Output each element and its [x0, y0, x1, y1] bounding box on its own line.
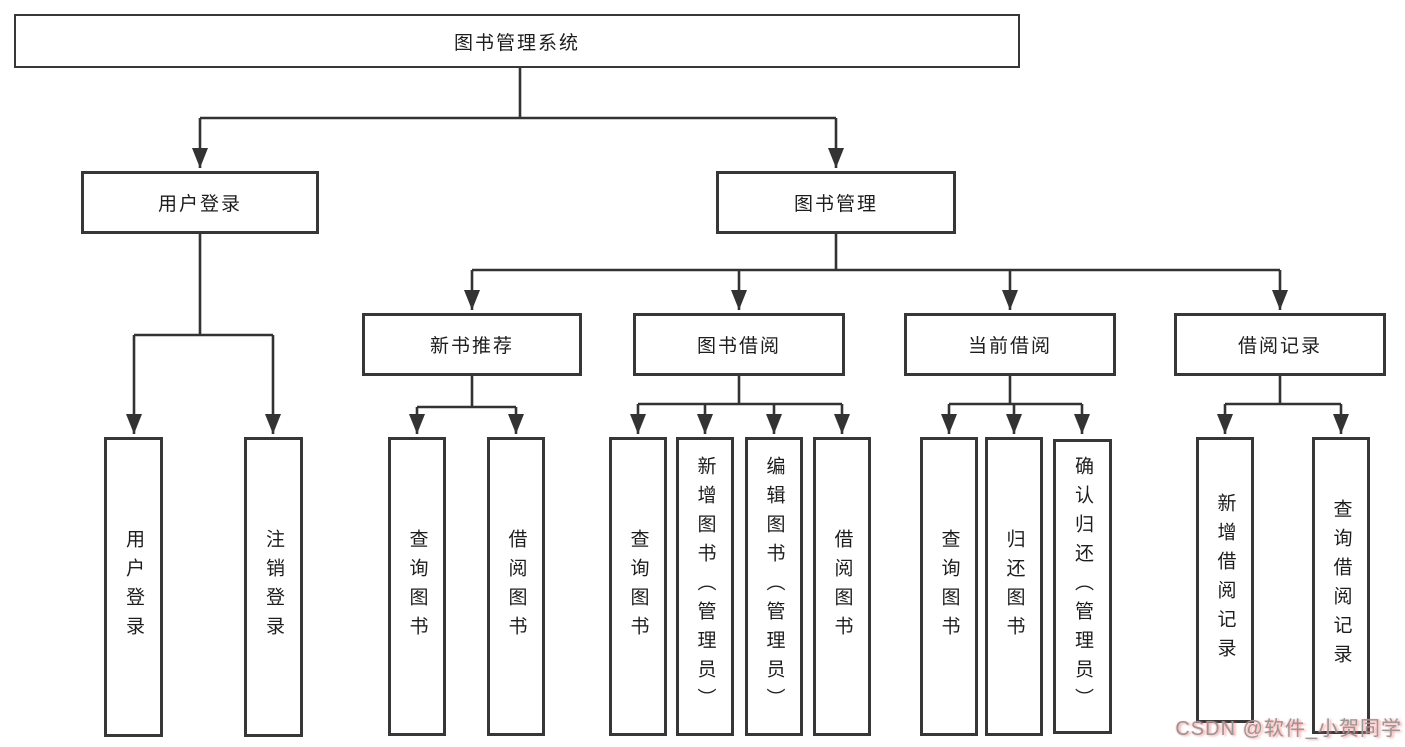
leaf-query-books-2: 查询图书 [609, 437, 667, 736]
leaf-user-login: 用户登录 [104, 437, 163, 737]
edge-current-borrow-bus [949, 376, 1082, 406]
edge-book-borrow-bus [638, 376, 842, 406]
node-label: 用户登录 [157, 194, 242, 215]
leaf-borrow-books-2: 借阅图书 [813, 437, 871, 736]
node-label: 归还图书 [1003, 528, 1025, 645]
node-label: 用户登录 [123, 529, 144, 645]
node-label: 新书推荐 [429, 336, 514, 357]
node-user-login: 用户登录 [81, 171, 319, 234]
leaf-add-books-admin: 新增图书（管理员） [676, 437, 734, 736]
edge-user-login-bus [134, 234, 273, 337]
node-label: 新增借阅记录 [1214, 493, 1236, 667]
leaf-query-books-1: 查询图书 [388, 437, 446, 736]
leaf-borrow-books-1: 借阅图书 [487, 437, 545, 736]
leaf-return-books: 归还图书 [985, 437, 1043, 736]
edge-root-bus [200, 68, 836, 120]
node-book-management: 图书管理 [716, 171, 956, 234]
csdn-watermark: CSDN @软件_小贺同学 [1175, 718, 1402, 740]
node-label: 借阅图书 [505, 528, 527, 645]
leaf-logout: 注销登录 [244, 437, 303, 737]
node-borrow-records: 借阅记录 [1174, 313, 1386, 376]
leaf-edit-books-admin: 编辑图书（管理员） [745, 437, 803, 736]
node-new-book-recommend: 新书推荐 [362, 313, 582, 376]
node-label: 图书管理 [793, 194, 878, 215]
edge-new-book-bus [417, 376, 516, 409]
node-label: 借阅记录 [1237, 336, 1322, 357]
node-label: 查询图书 [938, 528, 960, 645]
node-book-borrow: 图书借阅 [633, 313, 845, 376]
node-label: 当前借阅 [967, 336, 1052, 357]
leaf-query-borrow-record: 查询借阅记录 [1312, 437, 1370, 734]
edge-borrow-records-bus [1225, 376, 1341, 406]
node-label: 注销登录 [263, 529, 284, 645]
edge-book-mgmt-bus [472, 234, 1280, 272]
node-label: 图书管理系统 [453, 32, 580, 54]
node-label: 图书借阅 [696, 336, 781, 357]
node-label: 新增图书（管理员） [694, 456, 716, 717]
node-root-system: 图书管理系统 [14, 14, 1020, 68]
leaf-confirm-return-admin: 确认归还（管理员） [1053, 439, 1112, 734]
node-label: 借阅图书 [831, 528, 853, 645]
node-label: 查询图书 [406, 528, 428, 645]
node-label: 编辑图书（管理员） [763, 456, 785, 717]
node-label: 确认归还（管理员） [1072, 456, 1093, 717]
leaf-query-books-3: 查询图书 [920, 437, 978, 736]
node-current-borrow: 当前借阅 [904, 313, 1116, 376]
node-label: 查询图书 [627, 528, 649, 645]
node-label: 查询借阅记录 [1330, 498, 1352, 673]
leaf-add-borrow-record: 新增借阅记录 [1196, 437, 1254, 723]
